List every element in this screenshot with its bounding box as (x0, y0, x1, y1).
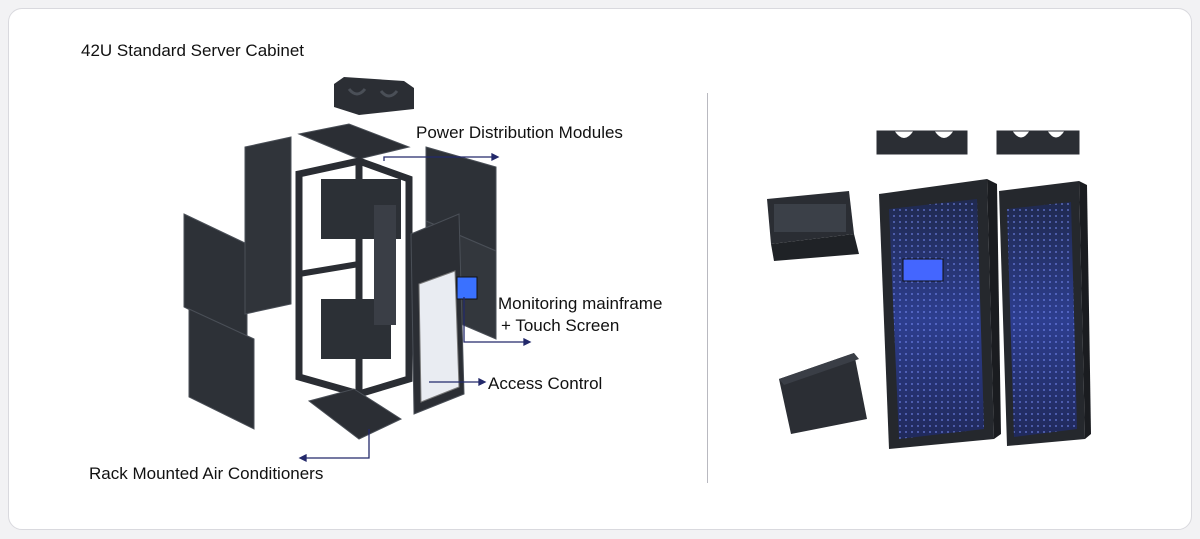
rack-air-conditioner-unit (779, 353, 867, 434)
cabinet-frame (295, 157, 413, 398)
touch-screen-icon (456, 276, 478, 300)
divider (707, 93, 708, 483)
cabinet-2 (999, 181, 1091, 446)
cabinet-1 (879, 179, 1001, 449)
exploded-cabinet-illustration (183, 77, 532, 463)
callout-monitoring-line2: + Touch Screen (501, 316, 620, 335)
callout-power-distribution: Power Distribution Modules (416, 123, 623, 142)
callout-monitoring-line1: Monitoring mainframe (498, 294, 663, 313)
assembled-cabinets-illustration (767, 130, 1091, 449)
callout-access-control: Access Control (488, 374, 603, 393)
bottom-plate (307, 388, 403, 440)
cable-tray-right (996, 130, 1080, 155)
callout-air-conditioners: Rack Mounted Air Conditioners (89, 464, 324, 483)
diagram-card: 42U Standard Server Cabinet (8, 8, 1192, 530)
leader-lines (298, 152, 532, 463)
side-panel-lower-left (188, 308, 255, 430)
front-door (410, 213, 478, 415)
back-door-panel (244, 136, 292, 315)
power-distribution-module (767, 191, 859, 261)
cabinet-touch-screen-icon (902, 258, 944, 282)
cable-tray-left (876, 130, 968, 155)
top-cable-tray (334, 77, 414, 115)
roof-panel (297, 123, 411, 160)
diagram-title: 42U Standard Server Cabinet (81, 41, 305, 60)
